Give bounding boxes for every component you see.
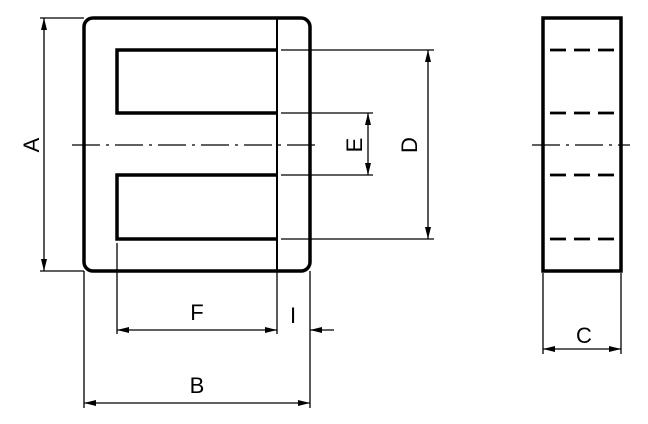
dimension-e: E — [281, 112, 373, 176]
label-f: F — [190, 300, 203, 325]
label-b: B — [190, 373, 205, 398]
dimension-a: A — [19, 17, 84, 272]
label-c: C — [576, 323, 592, 348]
dimension-i: I — [290, 303, 334, 333]
label-a: A — [19, 137, 44, 152]
label-d: D — [397, 137, 422, 153]
dimension-b: B — [83, 271, 311, 408]
dimension-f: F — [116, 243, 278, 334]
dimension-c: C — [542, 273, 622, 354]
front-view — [72, 16, 318, 273]
label-e: E — [342, 138, 367, 153]
side-view — [532, 16, 630, 273]
upper-window — [115, 48, 277, 115]
label-i: I — [290, 303, 296, 328]
lower-window — [115, 173, 277, 241]
dimension-d: D — [281, 49, 434, 240]
